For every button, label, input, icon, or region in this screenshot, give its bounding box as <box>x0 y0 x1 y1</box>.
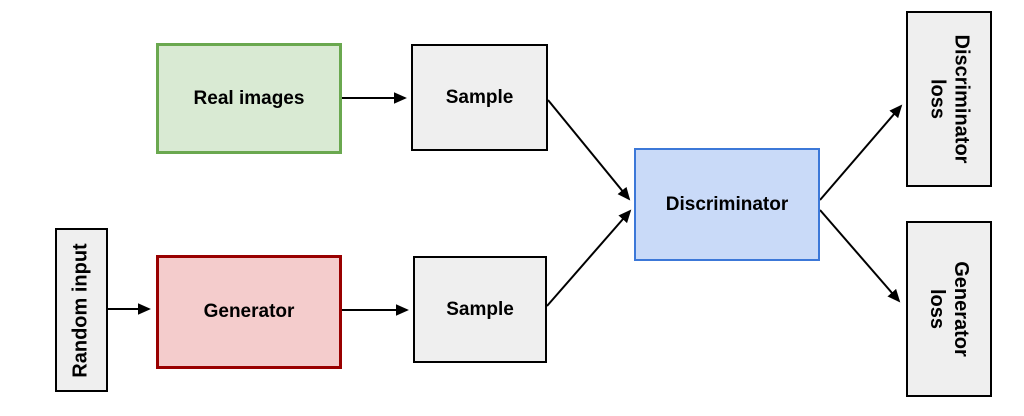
arrow-sample-bottom-to-discriminator <box>546 209 632 307</box>
node-sample-top: Sample <box>411 44 548 151</box>
node-sample-bottom: Sample <box>413 256 547 363</box>
node-discriminator-loss-line2: loss <box>926 78 948 120</box>
node-discriminator-label: Discriminator <box>665 193 789 215</box>
node-discriminator-loss: Discriminator loss <box>906 11 992 187</box>
node-generator-loss: Generator loss <box>906 221 992 397</box>
arrow-discriminator-to-discriminator-loss <box>819 104 903 201</box>
arrow-sample-top-to-discriminator <box>547 99 631 201</box>
node-random-input-label: Random input <box>70 242 92 378</box>
node-discriminator-loss-line1: Discriminator <box>950 34 972 164</box>
node-generator: Generator <box>156 255 342 369</box>
node-generator-loss-line1: Generator <box>950 261 972 357</box>
node-sample-bottom-label: Sample <box>446 298 514 320</box>
node-sample-top-label: Sample <box>445 86 514 108</box>
node-generator-loss-line2: loss <box>926 288 948 330</box>
node-discriminator-loss-label: Discriminator loss <box>925 35 973 164</box>
node-random-input: Random input <box>55 228 108 392</box>
arrow-discriminator-to-generator-loss <box>819 209 901 303</box>
node-generator-loss-label: Generator loss <box>925 261 973 357</box>
node-generator-label: Generator <box>203 301 295 322</box>
node-real-images-label: Real images <box>193 87 305 109</box>
node-discriminator: Discriminator <box>634 148 820 261</box>
node-real-images: Real images <box>156 43 342 154</box>
